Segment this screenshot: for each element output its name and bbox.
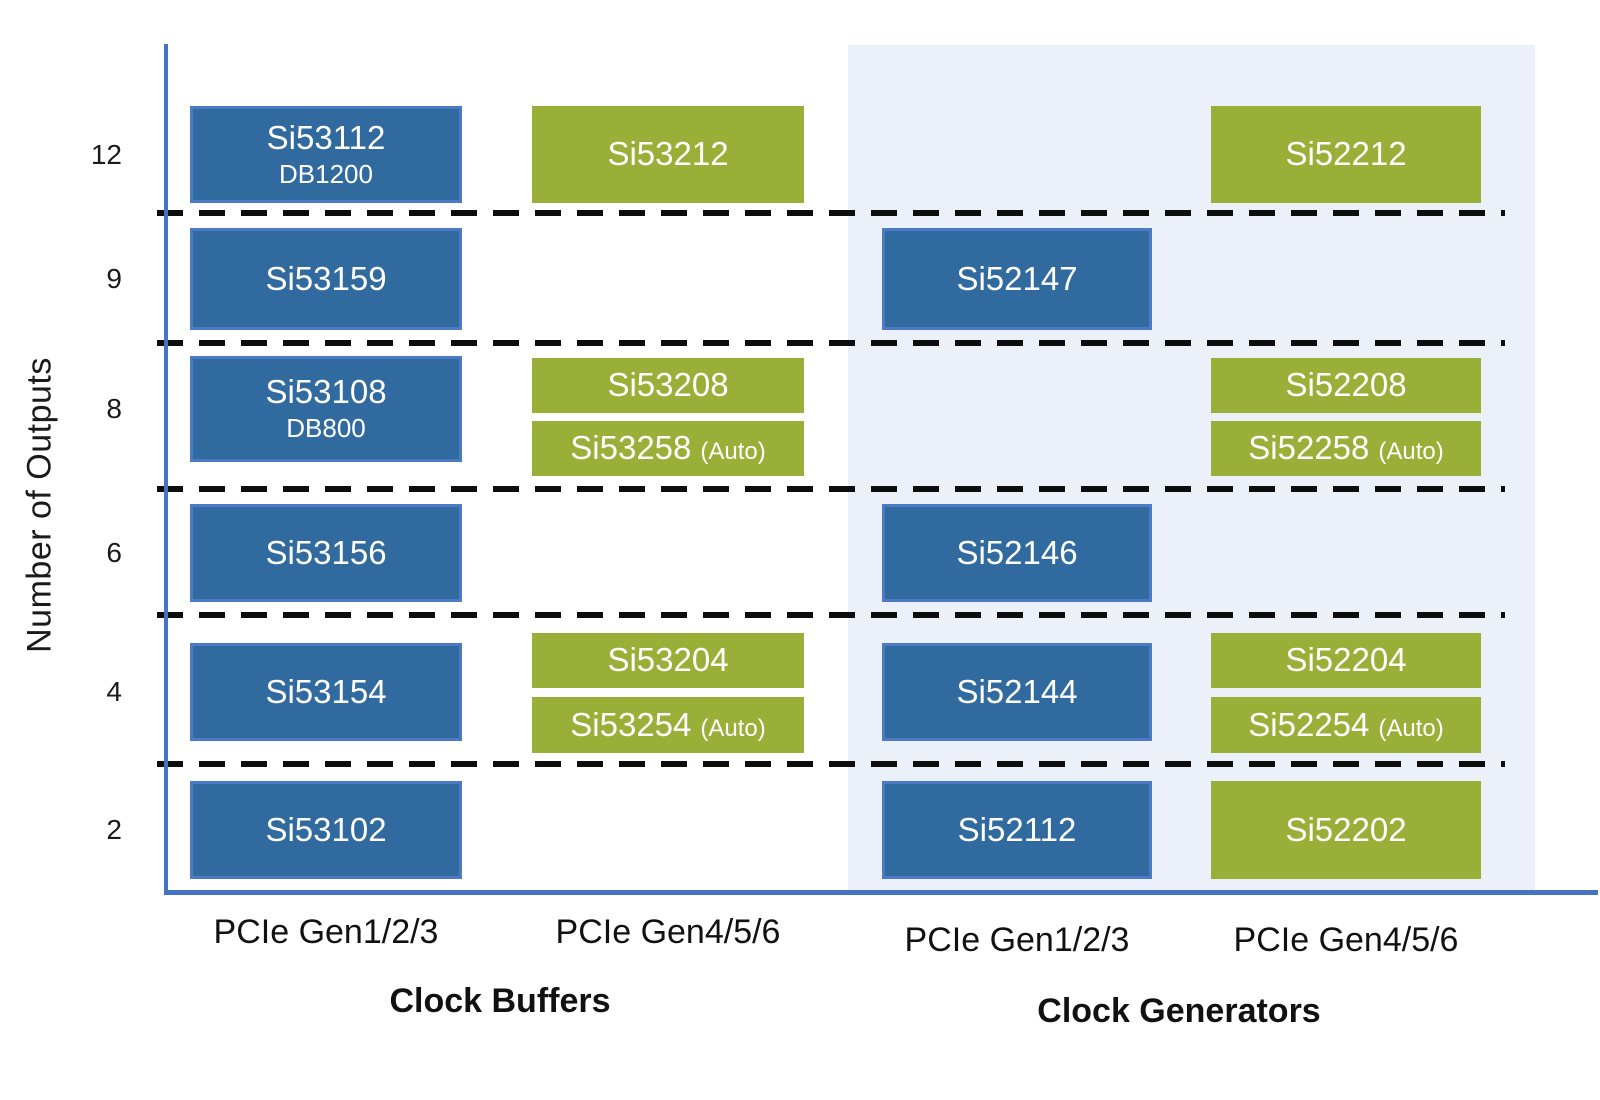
product-part-label: Si52144 (956, 672, 1078, 710)
product-part-label: Si53156 (265, 533, 387, 571)
product-box-si52254: Si52254 (Auto) (1211, 697, 1481, 753)
row-separator-dashed-line (157, 340, 1505, 346)
row-separator-dashed-line (157, 210, 1505, 216)
y-axis-tick-label: 12 (90, 139, 122, 170)
product-auto-suffix: (Auto) (1378, 714, 1444, 742)
product-part-label: Si53108 (265, 373, 387, 411)
group-label-clock-buffers: Clock Buffers (389, 982, 611, 1020)
product-box-si53102: Si53102 (190, 781, 462, 879)
product-box-si52144: Si52144 (882, 643, 1152, 741)
product-sub-label: DB1200 (279, 158, 373, 189)
product-part-label: Si53159 (265, 259, 387, 297)
product-box-si53156: Si53156 (190, 504, 462, 602)
product-box-si53254: Si53254 (Auto) (532, 697, 804, 753)
column-label: PCIe Gen4/5/6 (1233, 921, 1459, 959)
y-axis-tick-label: 6 (106, 537, 122, 568)
product-box-si52147: Si52147 (882, 228, 1152, 330)
row-separator-dashed-line (157, 486, 1505, 492)
column-label: PCIe Gen4/5/6 (555, 913, 781, 951)
product-box-si52112: Si52112 (882, 781, 1152, 879)
x-axis-line (164, 890, 1598, 895)
product-auto-suffix: (Auto) (700, 438, 766, 466)
product-part-label: Si53258 (570, 429, 692, 467)
product-part-label: Si52202 (1285, 810, 1407, 848)
product-part-label: Si53204 (607, 641, 729, 679)
y-axis-tick-label: 8 (106, 393, 122, 424)
y-axis-tick-label: 2 (106, 814, 122, 845)
product-box-si52204: Si52204 (1211, 633, 1481, 688)
y-axis-tick-label: 9 (106, 263, 122, 294)
product-auto-suffix: (Auto) (1378, 438, 1444, 466)
product-part-label: Si53102 (265, 810, 387, 848)
product-part-label: Si52112 (957, 810, 1077, 848)
product-part-label: Si52204 (1285, 641, 1407, 679)
product-part-label: Si52258 (1248, 429, 1370, 467)
product-part-label: Si52212 (1285, 135, 1407, 173)
group-label-clock-generators: Clock Generators (1037, 992, 1321, 1030)
product-box-si52258: Si52258 (Auto) (1211, 421, 1481, 476)
product-part-label: Si52208 (1285, 366, 1407, 404)
y-axis-line (164, 44, 168, 892)
product-part-label: Si53208 (607, 366, 729, 404)
product-box-si53212: Si53212 (532, 106, 804, 203)
column-label: PCIe Gen1/2/3 (904, 921, 1130, 959)
product-box-si52212: Si52212 (1211, 106, 1481, 203)
column-label: PCIe Gen1/2/3 (213, 913, 439, 951)
product-part-label: Si53254 (570, 705, 692, 743)
product-part-label: Si52147 (956, 259, 1078, 297)
y-axis-tick-label: 4 (106, 676, 122, 707)
product-part-label: Si53154 (265, 672, 387, 710)
product-part-label: Si52254 (1248, 705, 1370, 743)
product-box-si53204: Si53204 (532, 633, 804, 688)
product-auto-suffix: (Auto) (700, 714, 766, 742)
product-part-label: Si52146 (956, 533, 1078, 571)
row-separator-dashed-line (157, 761, 1505, 767)
product-part-label: Si53212 (607, 135, 729, 173)
row-separator-dashed-line (157, 612, 1505, 618)
product-box-si53159: Si53159 (190, 228, 462, 330)
product-part-label: Si53112 (266, 118, 386, 156)
product-box-si53208: Si53208 (532, 358, 804, 413)
product-box-si52146: Si52146 (882, 504, 1152, 602)
product-box-si53154: Si53154 (190, 643, 462, 741)
product-box-si52202: Si52202 (1211, 781, 1481, 879)
product-sub-label: DB800 (286, 413, 366, 444)
product-box-si52208: Si52208 (1211, 358, 1481, 413)
product-box-si53258: Si53258 (Auto) (532, 421, 804, 476)
